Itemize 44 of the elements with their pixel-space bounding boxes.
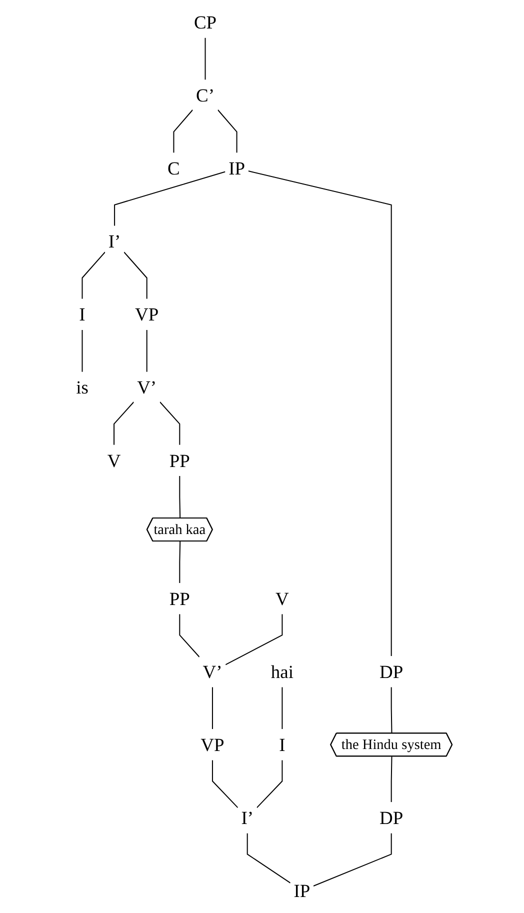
node-text: V [275,588,288,610]
connector [159,402,180,445]
connector [204,38,206,80]
node-text: PP [168,450,190,471]
node-text: VP [200,734,224,756]
node-text: I [78,304,85,325]
node-text: V [106,450,120,471]
connector [217,110,237,153]
connector [246,833,290,884]
node-text: C’ [196,84,214,106]
node-text: DP [379,661,403,682]
node-text: IP [228,158,245,179]
connector [390,687,392,734]
connector [114,171,225,226]
connector [212,687,213,730]
connector [312,833,392,886]
connector [256,760,282,808]
node-text: IP [293,880,310,902]
connector [390,756,392,802]
node-text: C [167,158,180,179]
connector [178,614,200,658]
connector [172,110,193,153]
node-text: DP [379,807,403,828]
node-text: PP [168,588,190,610]
connector [81,330,82,372]
connector [123,252,147,299]
connector [281,687,282,730]
node-text: VP [134,304,158,325]
node-text: CP [194,12,216,33]
node-text: V’ [136,376,156,398]
node-text: I [278,734,285,756]
connector [113,402,134,445]
connector [178,541,180,584]
connector [248,170,392,656]
connector [146,330,147,372]
node-text: V’ [202,661,222,682]
connector [212,760,238,808]
node-text: I’ [240,807,254,828]
connector [81,252,106,299]
connector [178,476,180,518]
connector [224,614,282,666]
node-text: is [76,376,88,398]
node-text: I’ [108,230,120,252]
node-text: hai [270,661,294,682]
